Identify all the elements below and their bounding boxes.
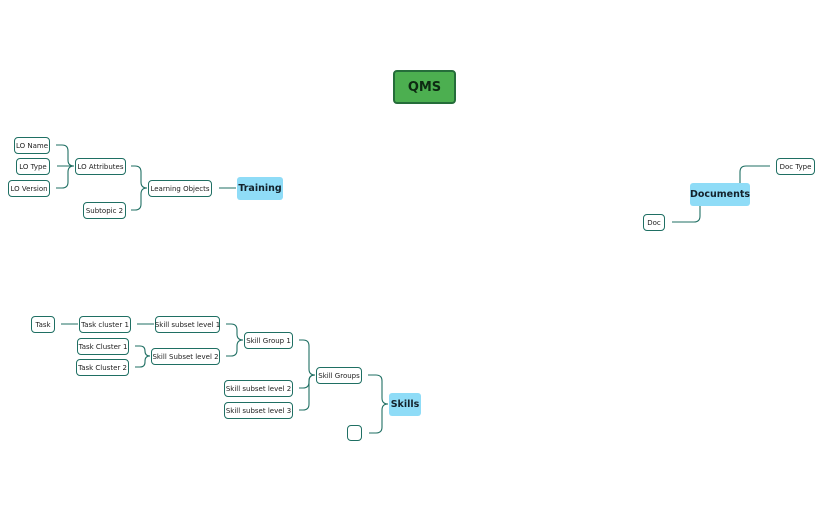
node-lo-name[interactable]: LO Name (14, 137, 50, 154)
node-skill-subset-level-3[interactable]: Skill subset level 3 (224, 402, 293, 419)
link-lo-attributes-lo-version (56, 165, 75, 189)
node-skill-groups[interactable]: Skill Groups (316, 367, 362, 384)
node-doc[interactable]: Doc (643, 214, 665, 231)
link-skills-empty-leaf (369, 403, 389, 434)
node-skill-subset-level-2-upper[interactable]: Skill subset level 2 (224, 380, 293, 397)
link-learning-objects-lo-attributes (131, 165, 148, 189)
node-skill-subset-level-2-lower[interactable]: Skill Subset level 2 (151, 348, 220, 365)
link-learning-objects-subtopic-2 (131, 187, 148, 211)
link-skill-groups-subset-level-2 (299, 374, 316, 389)
node-task-cluster-1-lower[interactable]: Task cluster 1 (79, 316, 131, 333)
link-documents-doc-type (739, 165, 770, 183)
node-lo-type[interactable]: LO Type (16, 158, 50, 175)
link-skill-group-1-subset-level-1 (226, 323, 244, 341)
link-subset-level-2-task-cluster-1 (135, 345, 151, 357)
branch-node-skills[interactable]: Skills (389, 393, 421, 416)
link-documents-doc (672, 206, 701, 223)
node-learning-objects[interactable]: Learning Objects (148, 180, 212, 197)
node-task-cluster-2[interactable]: Task Cluster 2 (76, 359, 129, 376)
link-skills-skill-groups (368, 374, 389, 405)
node-skill-subset-level-1[interactable]: Skill subset level 1 (155, 316, 220, 333)
node-skill-group-1[interactable]: Skill Group 1 (244, 332, 293, 349)
node-task-cluster-1-upper[interactable]: Task Cluster 1 (77, 338, 129, 355)
link-subset-level-2-task-cluster-2 (135, 355, 151, 368)
node-empty-leaf[interactable] (347, 425, 362, 441)
node-task[interactable]: Task (31, 316, 55, 333)
link-skill-groups-skill-group-1 (299, 339, 316, 376)
root-node-qms[interactable]: QMS (393, 70, 456, 104)
link-skill-group-1-subset-level-2 (226, 339, 244, 357)
link-skill-groups-subset-level-3 (299, 374, 316, 411)
node-lo-attributes[interactable]: LO Attributes (75, 158, 126, 175)
node-doc-type[interactable]: Doc Type (776, 158, 815, 175)
node-subtopic-2[interactable]: Subtopic 2 (83, 202, 126, 219)
node-lo-version[interactable]: LO Version (8, 180, 50, 197)
branch-node-documents[interactable]: Documents (690, 183, 750, 206)
link-lo-attributes-lo-name (56, 144, 75, 167)
branch-node-training[interactable]: Training (237, 177, 283, 200)
